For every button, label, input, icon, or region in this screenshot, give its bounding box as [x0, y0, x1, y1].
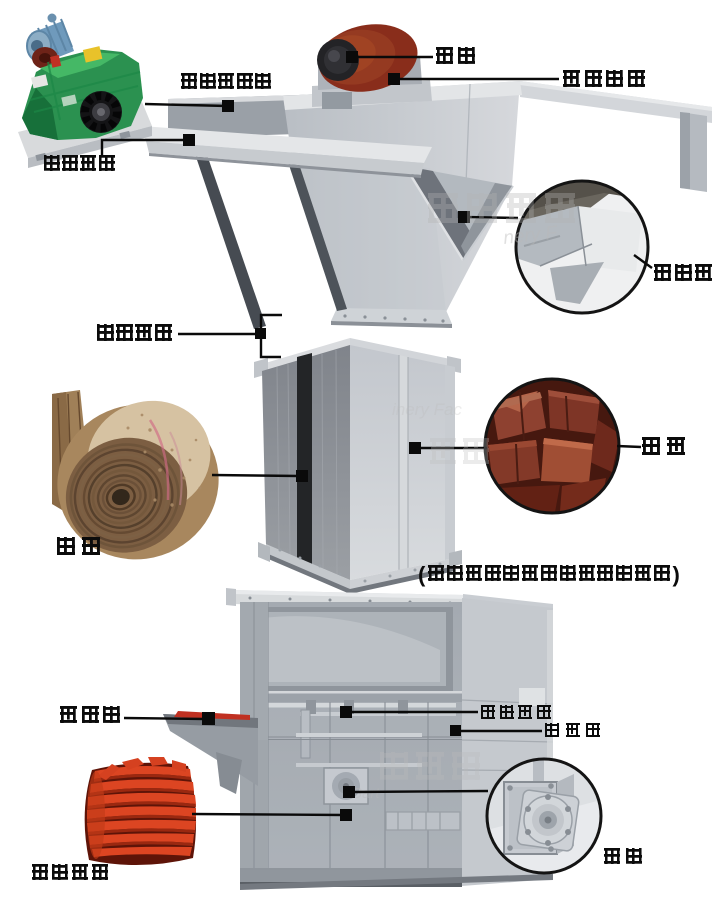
svg-text:inery Fac: inery Fac — [392, 400, 462, 419]
svg-text:Bart: Bart — [352, 785, 380, 802]
